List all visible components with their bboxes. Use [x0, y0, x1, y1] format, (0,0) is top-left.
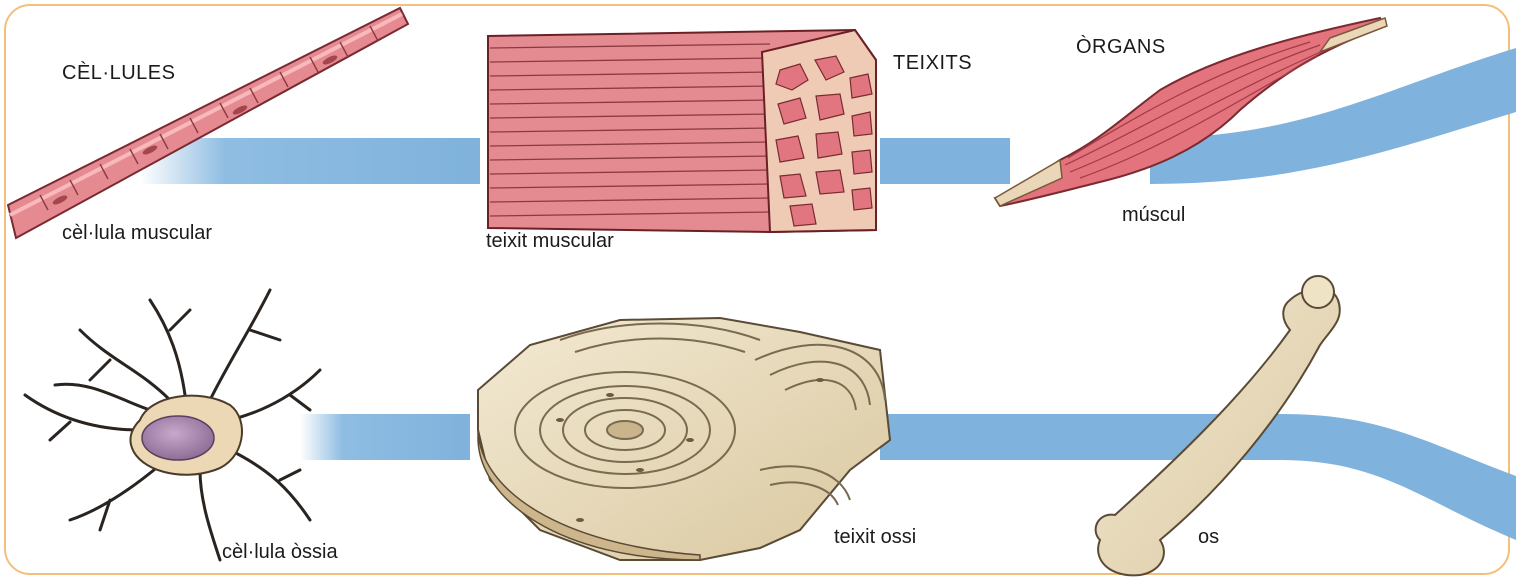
- bone-cell-label: cèl·lula òssia: [222, 541, 338, 564]
- muscle-organ-label: múscul: [1122, 204, 1185, 227]
- bone-tissue-label: teixit ossi: [834, 526, 916, 549]
- bone-organ-label: os: [1198, 526, 1219, 549]
- muscle-cell-label: cèl·lula muscular: [62, 222, 212, 245]
- muscle-tissue-illustration: [488, 30, 876, 232]
- organs-header: ÒRGANS: [1076, 36, 1166, 59]
- bone-cell-illustration: [25, 290, 320, 560]
- muscle-cell-illustration: [8, 8, 408, 238]
- tissues-header: TEIXITS: [893, 52, 972, 75]
- bone-tissue-illustration: [478, 318, 890, 560]
- muscle-tissue-label: teixit muscular: [486, 230, 614, 253]
- cells-header: CÈL·LULES: [62, 62, 175, 85]
